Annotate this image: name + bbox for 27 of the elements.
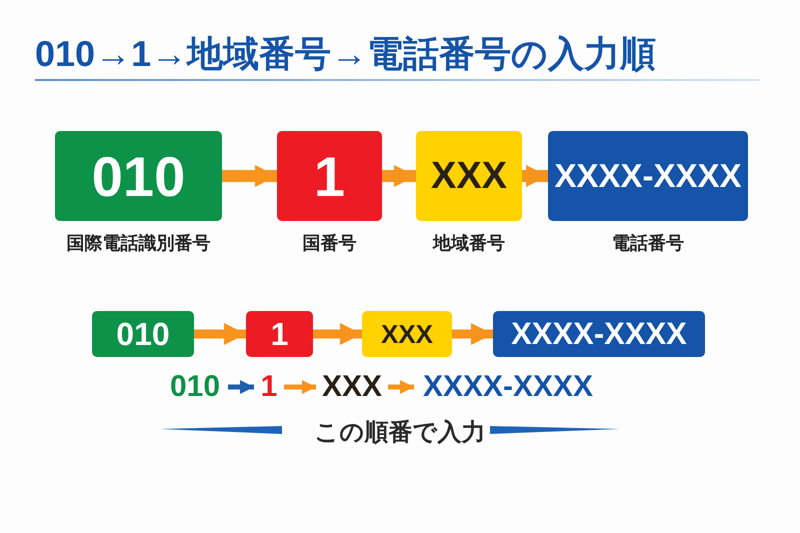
title: 010→1→地域番号→電話番号の入力順: [35, 32, 656, 76]
number-text: XXXX-XXXX: [418, 370, 598, 404]
node-label: 国際電話識別番号: [66, 232, 210, 255]
node-label: 電話番号: [612, 232, 684, 255]
arrow: [222, 165, 277, 187]
number-label: 010: [92, 144, 186, 208]
number-text: 010: [166, 370, 224, 404]
number-box: XXXX-XXXX: [493, 311, 705, 357]
arrow: [194, 323, 246, 345]
node-label: 国番号: [302, 232, 356, 255]
node-label: 地域番号: [433, 232, 505, 255]
arrow: [313, 323, 362, 345]
arrow: [382, 165, 416, 187]
number-text: 1: [258, 370, 280, 404]
arrow: [284, 380, 316, 394]
number-label: 1: [314, 144, 346, 208]
number-text: XXX: [320, 370, 384, 404]
arrow: [452, 323, 493, 345]
number-box: 010: [92, 311, 194, 357]
number-label: XXXX-XXXX: [554, 157, 742, 195]
footer-text: この順番で入力: [314, 418, 486, 448]
number-box: XXX: [362, 311, 452, 357]
arrow: [228, 380, 254, 394]
number-box: 1: [246, 311, 313, 357]
arrow: [522, 165, 548, 187]
number-label: XXX: [430, 154, 508, 198]
arrow: [388, 380, 414, 394]
